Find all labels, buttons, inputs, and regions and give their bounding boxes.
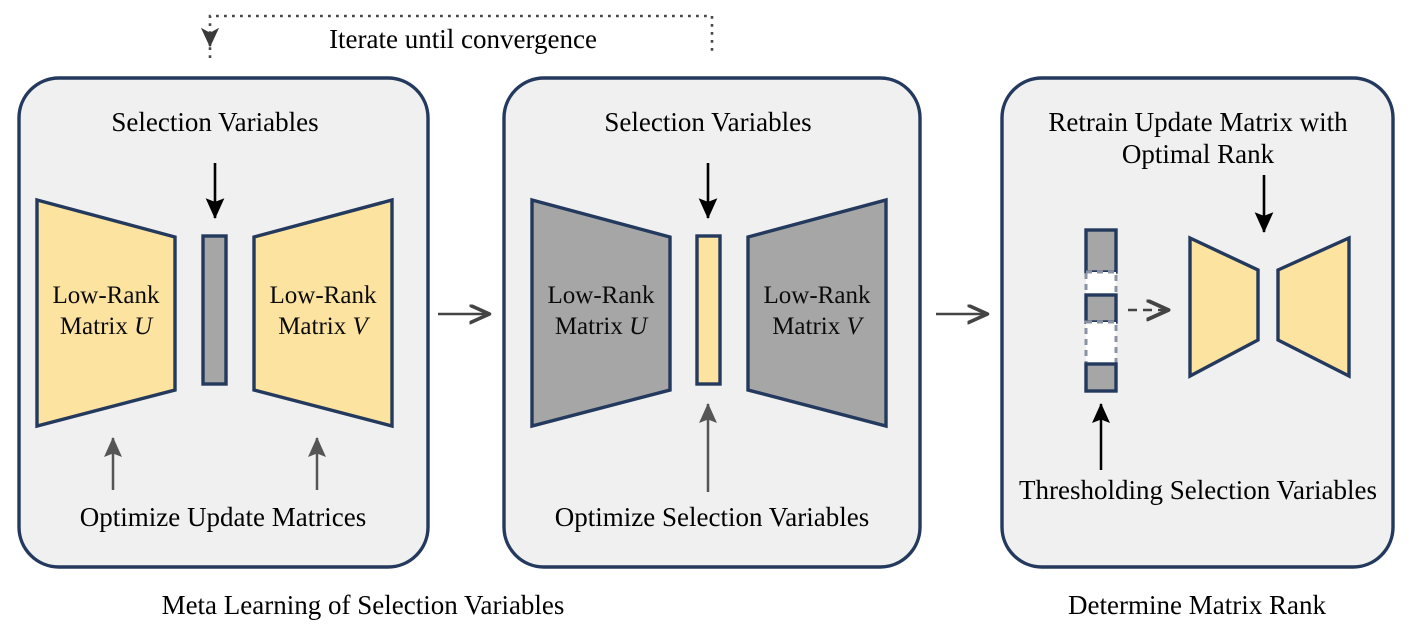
panel2-low-rank-matrix-u bbox=[530, 197, 672, 429]
panel1-right-block-label: Low-Rank Matrix V bbox=[259, 281, 387, 342]
segment-gray-2 bbox=[1084, 293, 1118, 324]
segment-white-2 bbox=[1084, 320, 1118, 366]
panel1-low-rank-matrix-v bbox=[252, 197, 394, 429]
panel1-left-block-label: Low-Rank Matrix U bbox=[42, 281, 170, 342]
panel1-left-block-line2: Matrix U bbox=[59, 312, 153, 340]
panel1-low-rank-matrix-u bbox=[35, 197, 177, 429]
panel2-right-block-label: Low-Rank Matrix V bbox=[753, 281, 881, 342]
panel1-bottom-arrows bbox=[104, 436, 327, 490]
panel2-low-rank-matrix-v bbox=[746, 197, 888, 429]
panel1-right-block-line1: Low-Rank bbox=[269, 282, 377, 309]
panel1-left-block-line1: Low-Rank bbox=[52, 282, 160, 309]
panel2-right-block-line1: Low-Rank bbox=[763, 282, 871, 309]
feedback-loop bbox=[200, 14, 714, 58]
panel1-right-block-line2: Matrix V bbox=[278, 312, 368, 340]
panel1-selection-bar bbox=[201, 234, 228, 386]
segment-gray-3 bbox=[1084, 362, 1118, 393]
panel2-left-block-symbol: U bbox=[629, 312, 648, 340]
panel3-thresholded-bar bbox=[1084, 228, 1118, 393]
panel3-update-matrix-left bbox=[1188, 235, 1260, 379]
panel2-left-block-line1: Low-Rank bbox=[547, 282, 655, 309]
panel2-right-block-symbol: V bbox=[846, 312, 862, 340]
panel3-update-matrix-right bbox=[1276, 235, 1351, 379]
segment-gray-1 bbox=[1084, 228, 1118, 274]
panel2-left-block-line2: Matrix U bbox=[554, 312, 648, 340]
panel1-left-block-symbol: U bbox=[134, 312, 153, 340]
panel2-selection-bar bbox=[695, 234, 722, 386]
panel2-left-block-label: Low-Rank Matrix U bbox=[537, 281, 665, 342]
segment-white-1 bbox=[1084, 270, 1118, 297]
panel1-right-block-symbol: V bbox=[352, 312, 368, 340]
panel2-right-block-line2: Matrix V bbox=[772, 312, 862, 340]
